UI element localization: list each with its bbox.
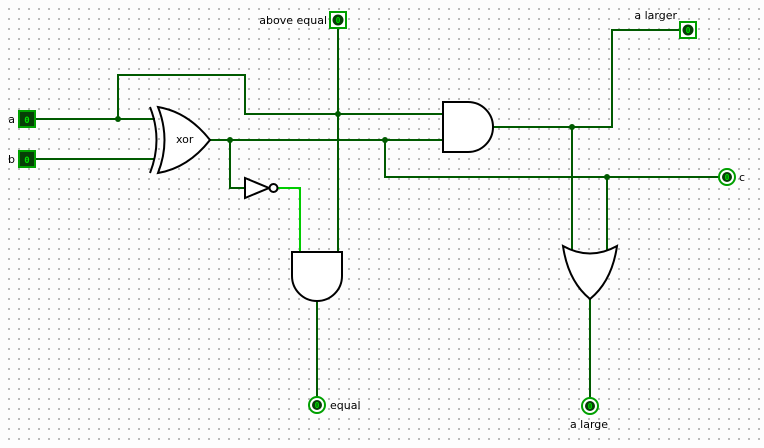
input-pin-b[interactable]: 0 [18,150,36,168]
pin-a-large-value: 0 [588,402,593,411]
not-bubble [268,183,279,193]
output-pin-above-equal[interactable]: 0 [329,11,347,29]
pin-b-value: 0 [24,156,29,166]
junction-dot [115,116,121,122]
wire-net-a[interactable] [35,74,443,120]
wire-net-not-out[interactable] [278,187,301,252]
output-pin-a-larger[interactable]: 0 [679,21,697,39]
pin-equal-label: equal [330,399,361,412]
xor-gate-label: xor [176,133,194,146]
pin-above-equal-label: above equal [259,14,327,27]
output-pin-equal[interactable]: 0 [308,396,326,414]
junction-dot [335,111,341,117]
output-pin-a-large[interactable]: 0 [581,397,599,415]
pin-a-larger-label: a larger [634,9,677,22]
pin-a-label: a [8,113,15,126]
xor-gate[interactable]: xor [149,105,212,175]
pin-a-value: 0 [24,116,29,126]
pin-a-large-label: a large [570,418,608,431]
and-gate-upper[interactable] [442,101,494,153]
pin-c-label: c [739,171,745,184]
wire-net-and-out[interactable] [493,29,680,254]
junction-dot [604,174,610,180]
pin-above-equal-value: 0 [336,16,341,25]
pin-c-value: 0 [725,173,730,182]
output-pin-c[interactable]: 0 [718,168,736,186]
wire-net-xor-out[interactable] [210,139,719,254]
junction-dot [382,137,388,143]
or-gate-lower[interactable] [561,244,619,301]
junction-dot [569,124,575,130]
and-gate-lower[interactable] [291,251,343,302]
input-pin-a[interactable]: 0 [18,110,36,128]
pin-b-label: b [8,153,15,166]
pin-a-larger-value: 0 [686,26,691,35]
junction-dot [227,137,233,143]
pin-equal-value: 0 [315,401,320,410]
not-gate[interactable] [244,176,279,200]
